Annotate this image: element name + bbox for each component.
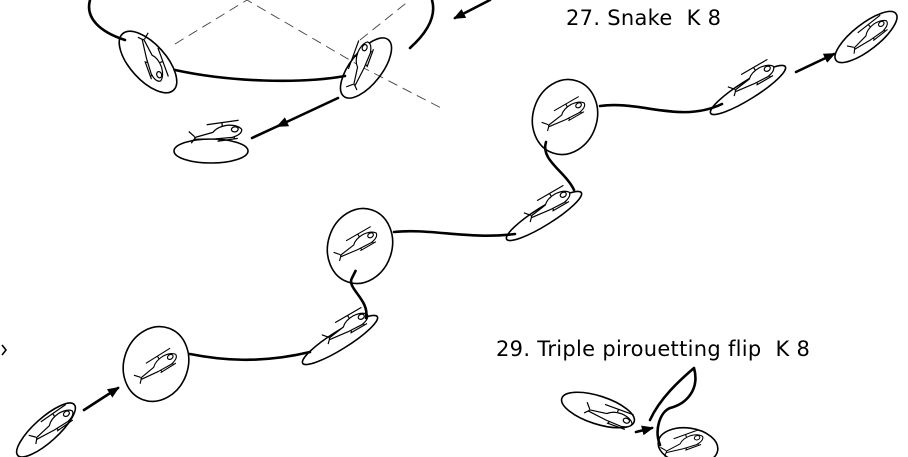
direction-arrow xyxy=(82,386,120,412)
figure-29-diagram xyxy=(560,366,719,457)
rotor-disk xyxy=(122,325,190,403)
helicopter-icon xyxy=(521,183,574,225)
direction-arrow xyxy=(634,425,654,436)
helicopter-icon xyxy=(539,95,589,134)
loop-path-bottom xyxy=(173,68,347,83)
loop-path-right xyxy=(408,0,435,50)
rotor-disk xyxy=(505,190,583,242)
figure-27-diagram xyxy=(15,10,898,457)
rotor-disk xyxy=(301,314,379,366)
guide-dashed-line xyxy=(359,65,446,111)
guide-dashed-line xyxy=(174,0,361,67)
snake-path xyxy=(349,269,368,320)
helicopter-icon xyxy=(331,225,381,264)
rotor-disk xyxy=(531,78,599,156)
flip-loop-path xyxy=(648,366,697,447)
edge-mark xyxy=(1,344,8,356)
rotor-disk xyxy=(657,426,719,457)
rotor-disk xyxy=(173,138,249,164)
helicopter-icon xyxy=(341,38,376,92)
figure-29-caption: 29. Triple pirouetting flip K 8 xyxy=(496,337,811,361)
helicopter-icon xyxy=(135,30,170,85)
loop-path-left xyxy=(87,0,127,42)
direction-arrow xyxy=(276,96,340,128)
snake-path xyxy=(543,140,576,192)
rotor-disk xyxy=(560,391,636,429)
figure-27-caption: 27. Snake K 8 xyxy=(566,6,722,30)
rotor-disk xyxy=(339,37,393,99)
rotor-disk xyxy=(834,10,898,64)
rotor-disk xyxy=(15,402,77,457)
helicopter-icon xyxy=(131,346,181,386)
rotor-disk xyxy=(326,207,394,285)
rotor-disk xyxy=(118,30,178,94)
direction-arrow xyxy=(250,124,280,140)
snake-path xyxy=(392,229,517,237)
figure-28-diagram xyxy=(87,0,492,164)
snake-path xyxy=(188,350,312,362)
helicopter-icon xyxy=(658,428,706,457)
snake-path xyxy=(598,102,724,114)
guide-dashed-line xyxy=(359,0,411,41)
direction-arrow xyxy=(453,0,492,20)
direction-arrow xyxy=(794,52,836,74)
helicopter-icon xyxy=(725,57,778,99)
helicopter-icon xyxy=(319,305,372,347)
rotor-disk xyxy=(709,64,787,116)
